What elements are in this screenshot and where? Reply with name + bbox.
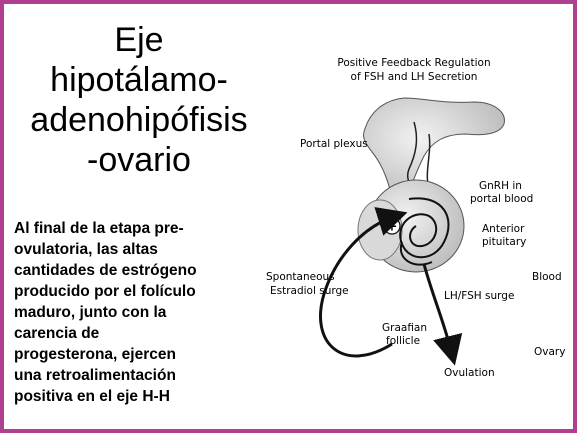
- title-line: -ovario: [87, 141, 191, 179]
- ovulation-arrow: [422, 263, 463, 366]
- body-line: ovulatoria, las altas: [14, 241, 158, 258]
- feedback-diagram: Positive Feedback Regulation of FSH and …: [266, 57, 565, 379]
- label-gnrh: portal blood: [470, 193, 533, 205]
- body-line: maduro, junto con la: [14, 304, 167, 321]
- body-line: una retroalimentación: [14, 367, 176, 384]
- body-line: producido por el folículo: [14, 283, 196, 300]
- label-anterior-pituitary: pituitary: [482, 236, 526, 248]
- slide-body-text: Al final de la etapa pre- ovulatoria, la…: [14, 218, 264, 407]
- body-line: positiva en el eje H-H: [14, 388, 170, 405]
- label-spontaneous: Spontaneous: [266, 271, 335, 283]
- diagram-title-line: of FSH and LH Secretion: [351, 71, 478, 83]
- label-follicle: follicle: [386, 335, 420, 347]
- diagram-title-line: Positive Feedback Regulation: [337, 57, 490, 69]
- estradiol-feedback-arrow: [318, 207, 408, 358]
- slide-title: Eje hipotálamo- adenohipófisis -ovario: [10, 20, 268, 180]
- label-graafian: Graafian: [382, 322, 427, 334]
- label-lh-fsh-surge: LH/FSH surge: [444, 290, 514, 302]
- label-anterior-pituitary: Anterior: [482, 223, 525, 235]
- title-line: hipotálamo-: [50, 61, 228, 99]
- body-line: cantidades de estrógeno: [14, 262, 197, 279]
- body-line: progesterona, ejercen: [14, 346, 176, 363]
- label-blood: Blood: [532, 271, 562, 283]
- label-ovulation: Ovulation: [444, 367, 495, 379]
- title-line: adenohipófisis: [30, 101, 248, 139]
- label-gnrh: GnRH in: [479, 180, 522, 192]
- body-line: Al final de la etapa pre-: [14, 220, 184, 237]
- body-line: carencia de: [14, 325, 100, 342]
- label-ovary: Ovary: [534, 346, 565, 358]
- label-estradiol-surge: Estradiol surge: [270, 285, 349, 297]
- title-line: Eje: [114, 21, 164, 59]
- plus-sign: +: [387, 220, 398, 235]
- infundibulum-stalk: [363, 97, 505, 200]
- label-portal-plexus: Portal plexus: [300, 138, 368, 150]
